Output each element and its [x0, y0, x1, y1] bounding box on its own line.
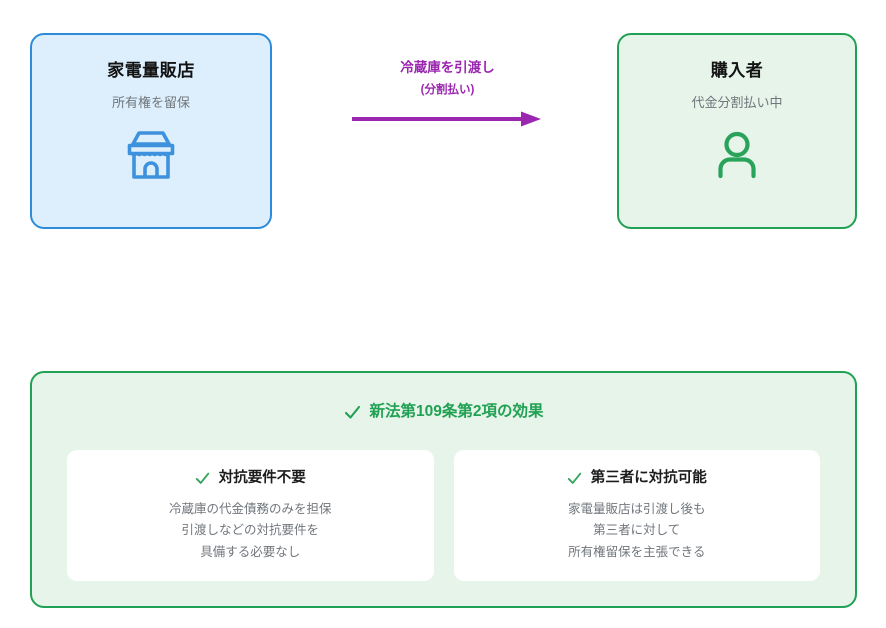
- transfer-flow: 冷蔵庫を引渡し (分割払い): [340, 60, 555, 128]
- check-icon: [344, 405, 360, 419]
- seller-title: 家電量販店: [107, 61, 195, 80]
- effect-card-title: 第三者に対抗可能: [567, 470, 707, 487]
- effect-card: 対抗要件不要 冷蔵庫の代金債務のみを担保 引渡しなどの対抗要件を 具備する必要な…: [67, 449, 434, 581]
- effect-card-list: 対抗要件不要 冷蔵庫の代金債務のみを担保 引渡しなどの対抗要件を 具備する必要な…: [32, 449, 855, 581]
- effect-card-line: 冷蔵庫の代金債務のみを担保: [168, 501, 332, 516]
- person-icon: [718, 131, 756, 179]
- effect-card-body: 家電量販店は引渡し後も 第三者に対して 所有権留保を主張できる: [568, 499, 706, 564]
- seller-subtitle: 所有権を留保: [111, 95, 190, 111]
- buyer-subtitle: 代金分割払い中: [691, 95, 783, 111]
- effect-panel: 新法第109条第2項の効果 対抗要件不要 冷蔵庫の代金債務のみを担保 引渡しなど…: [30, 371, 857, 608]
- check-icon: [195, 472, 209, 484]
- effect-card-line: 引渡しなどの対抗要件を: [181, 523, 319, 538]
- right-arrow-icon: [352, 111, 541, 127]
- effect-card-line: 家電量販店は引渡し後も: [567, 501, 706, 516]
- effect-card-title: 対抗要件不要: [195, 470, 306, 487]
- party-box-seller: 家電量販店 所有権を留保: [30, 33, 272, 229]
- store-icon: [127, 131, 175, 179]
- check-icon: [567, 472, 581, 484]
- effect-card-line: 所有権留保を主張できる: [568, 544, 706, 559]
- flow-label: 冷蔵庫を引渡し: [400, 60, 495, 75]
- effect-card-body: 冷蔵庫の代金債務のみを担保 引渡しなどの対抗要件を 具備する必要なし: [169, 499, 332, 564]
- effect-card: 第三者に対抗可能 家電量販店は引渡し後も 第三者に対して 所有権留保を主張できる: [453, 449, 820, 581]
- effect-card-line: 第三者に対して: [593, 523, 681, 538]
- flow-sublabel: (分割払い): [420, 83, 475, 96]
- effect-panel-header-label: 新法第109条第2項の効果: [369, 403, 544, 420]
- buyer-title: 購入者: [710, 61, 764, 80]
- effect-card-line: 具備する必要なし: [200, 544, 301, 559]
- effect-card-title-label: 第三者に対抗可能: [590, 469, 707, 486]
- effect-panel-header: 新法第109条第2項の効果: [32, 403, 855, 422]
- party-box-buyer: 購入者 代金分割払い中: [617, 33, 857, 229]
- effect-card-title-label: 対抗要件不要: [218, 469, 306, 486]
